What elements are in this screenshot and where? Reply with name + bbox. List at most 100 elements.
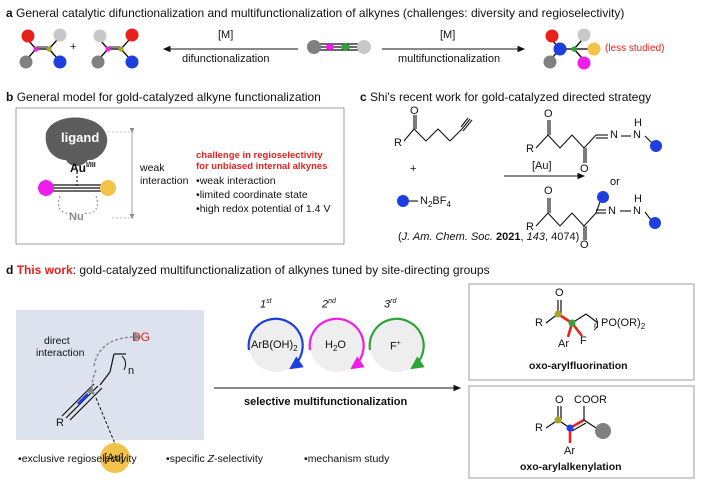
c-prod1-n2: N: [633, 129, 641, 141]
section-d-letter: d: [6, 263, 14, 277]
challenge-line-2: for unbiased internal alkynes: [196, 161, 328, 172]
c-prod2-n1: N: [608, 205, 616, 217]
step-2-sup: nd: [328, 298, 336, 305]
p2-coor: COOR: [574, 394, 607, 406]
step-3-reagent-text: F: [390, 340, 397, 353]
citation-volume: 143: [526, 231, 545, 243]
model-bullet-3: •high redox potential of 1.4 V: [196, 203, 331, 215]
c-prod2-h: H: [634, 193, 642, 205]
d-bullet-2-tail: -selectivity: [214, 453, 264, 465]
c-substrate-oxygen: O: [410, 105, 419, 117]
model-bullet-1-text: weak interaction: [199, 175, 276, 187]
p2-ar: Ar: [564, 445, 575, 457]
p1-n: n: [594, 321, 599, 330]
substrate-dg-alkyne: [61, 332, 142, 473]
model-bullet-3-text: high redox potential of 1.4 V: [199, 203, 331, 215]
model-bullet-2: •limited coordinate state: [196, 189, 308, 201]
diazonium-reagent: [397, 195, 418, 207]
c-prod2-oxygen2: O: [580, 239, 589, 251]
step-1-ordinal: 1st: [260, 298, 272, 311]
citation: (J. Am. Chem. Soc. 2021, 143, 4074): [398, 231, 580, 243]
d-bullet-1-text: exclusive regioselectivity: [21, 453, 137, 465]
section-c-letter: c: [360, 90, 367, 104]
c-prod2-oxygen1: O: [544, 185, 553, 197]
step-1-reagent-sub: 2: [293, 344, 298, 354]
step-2-reagent-text: H: [325, 339, 333, 351]
citation-year: 2021: [496, 231, 521, 243]
step-1-reagent-text: ArB(OH): [251, 339, 294, 351]
this-work-label: This work: [16, 263, 73, 277]
ligand-label: ligand: [61, 130, 100, 145]
section-a-header: a General catalytic difunctionalization …: [6, 7, 624, 19]
step-1-sup: st: [266, 298, 272, 305]
product-1-name: oxo-arylfluorination: [529, 360, 628, 372]
p1-ar: Ar: [558, 338, 569, 350]
citation-page: , 4074): [545, 231, 580, 243]
diazonium-n-sub: 2: [427, 200, 433, 210]
multifunctional-product: [543, 28, 601, 70]
plus-sign-a: +: [70, 41, 77, 53]
section-d-title: : gold-catalyzed multifunctionalization …: [72, 263, 490, 277]
weak-interaction-label: weak interaction: [140, 162, 189, 187]
step-3-reagent-sup: +: [396, 340, 401, 347]
product-1-structure: [545, 300, 599, 338]
gold-catalyst-label: [Au]: [104, 452, 124, 464]
difunctional-product-2: [91, 28, 139, 69]
p1-r: R: [535, 317, 543, 329]
step-3-sup: rd: [390, 298, 397, 305]
section-c-title: Shi's recent work for gold-catalyzed dir…: [370, 90, 652, 104]
c-prod1-oxygen2: O: [580, 163, 589, 175]
section-b-header: b General model for gold-catalyzed alkyn…: [6, 91, 321, 103]
step-3-reagent: F+: [390, 340, 401, 353]
c-plus: +: [410, 163, 417, 175]
p1-phosphonate: PO(OR)2: [601, 318, 645, 331]
section-c-header: c Shi's recent work for gold-catalyzed d…: [360, 91, 651, 103]
hydrazone-2-aryl-top: [597, 191, 609, 203]
section-d-header: d This work: gold-catalyzed multifunctio…: [6, 264, 490, 276]
d-bullet-3: •mechanism study: [304, 453, 390, 465]
catalyst-label-right: [M]: [440, 29, 456, 41]
step-3-num: 3: [384, 298, 391, 311]
c-prod2-n2: N: [633, 205, 641, 217]
gold-label: AuI/III: [70, 162, 96, 174]
step-2-reagent-tail: O: [337, 339, 346, 351]
step-circles: [247, 317, 425, 372]
product-2-structure: [545, 406, 611, 443]
chain-n: n: [128, 365, 135, 377]
diazonium-bf-sub: 4: [446, 200, 451, 210]
difunctionalization-label: difunctionalization: [182, 53, 270, 65]
nucleophile-label: Nu: [69, 211, 84, 223]
this-work-panel: [16, 310, 204, 440]
product-2-name: oxo-arylalkenylation: [520, 461, 622, 473]
c-catalyst: [Au]: [532, 160, 552, 172]
challenge-line-1: challenge in regioselectivity: [196, 150, 323, 161]
section-a-letter: a: [6, 6, 13, 20]
d-bullet-1: •exclusive regioselectivity: [18, 453, 137, 465]
c-substrate-r: R: [394, 137, 402, 149]
section-b-title: General model for gold-catalyzed alkyne …: [16, 90, 321, 104]
p2-oxygen: O: [555, 394, 564, 406]
step-2-num: 2: [322, 298, 329, 311]
hydrazone-product-1: [535, 120, 653, 163]
model-bullet-2-text: limited coordinate state: [199, 189, 308, 201]
p1-oxygen: O: [555, 287, 564, 299]
citation-journal: J. Am. Chem. Soc.: [401, 231, 493, 243]
dg-label: DG: [132, 330, 150, 344]
p1-po-text: PO(OR): [601, 317, 641, 329]
less-studied-note: (less studied): [605, 43, 665, 54]
step-2-reagent: H2O: [325, 340, 346, 353]
gold-symbol: Au: [70, 161, 86, 175]
selective-label: selective multifunctionalization: [244, 396, 408, 408]
step-1-reagent: ArB(OH)2: [251, 340, 298, 353]
d-bullet-2-text: specific: [169, 453, 208, 465]
d-substrate-r: R: [56, 417, 64, 429]
step-3-ordinal: 3rd: [384, 298, 396, 311]
gold-model-diagram: [38, 117, 136, 219]
section-a-title: General catalytic difunctionalization an…: [16, 6, 625, 20]
hydrazone-2-aryl: [649, 217, 661, 229]
gold-oxidation: I/III: [86, 162, 96, 169]
diazonium-label: N2BF4: [420, 196, 451, 209]
model-bullet-1: •weak interaction: [196, 175, 276, 187]
direct-label-1: direct: [44, 335, 70, 347]
